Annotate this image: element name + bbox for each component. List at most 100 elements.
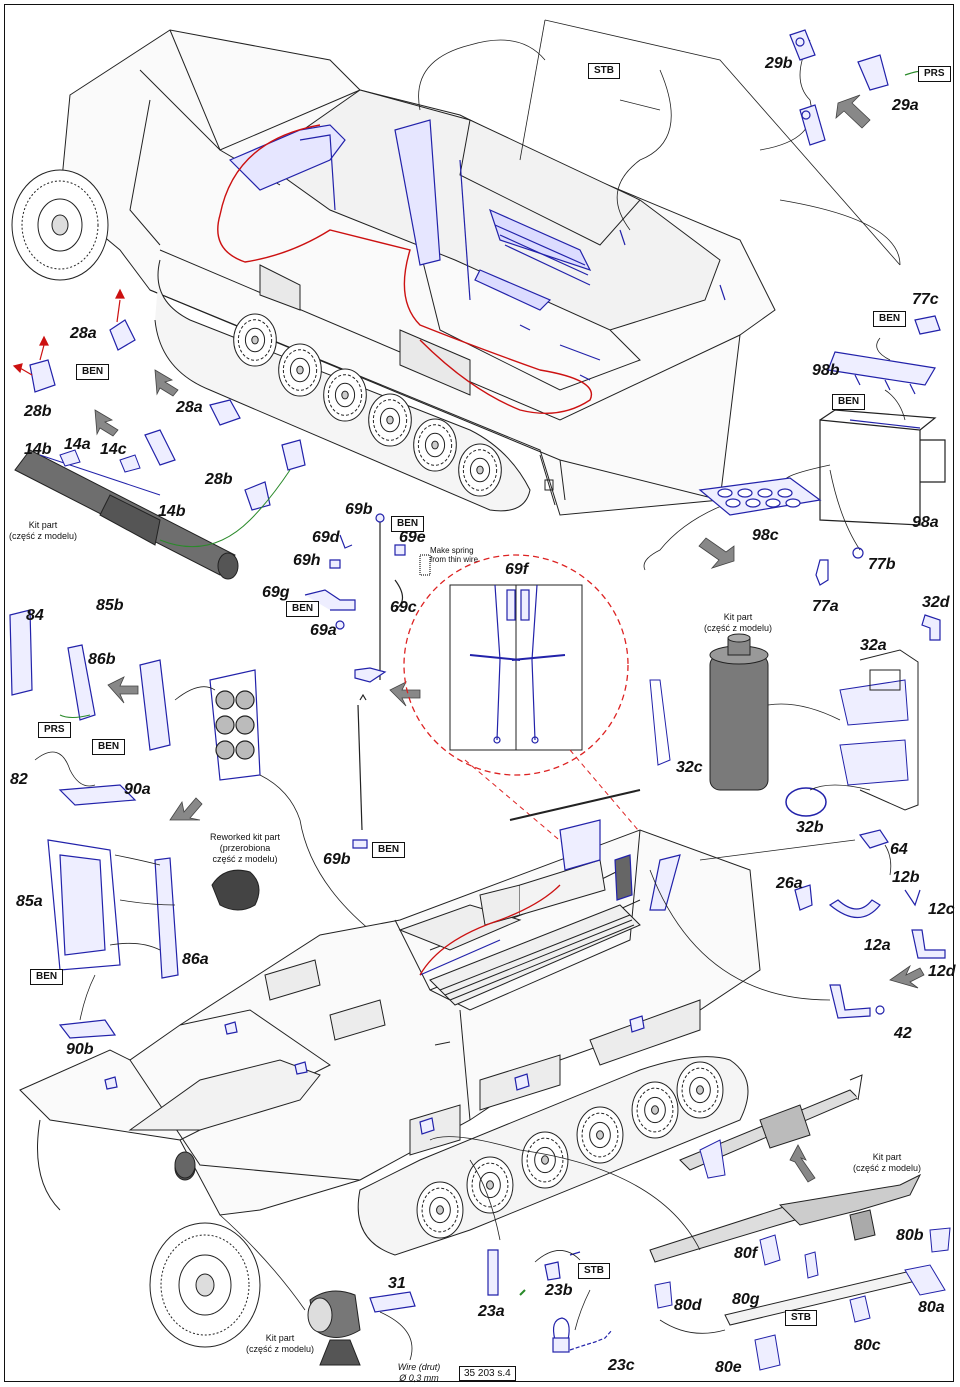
- sheet-frame: [4, 4, 954, 1382]
- label-23a: 23a: [478, 1303, 505, 1320]
- lower-road-wheels: [416, 1061, 724, 1239]
- label-82: 82: [10, 771, 28, 788]
- part-32a-holder: [839, 649, 919, 811]
- label-86a: 86a: [182, 951, 209, 968]
- label-12c: 12c: [928, 901, 955, 918]
- label-69a: 69a: [310, 622, 337, 639]
- label-80e: 80e: [715, 1359, 742, 1376]
- label-32c: 32c: [676, 759, 703, 776]
- label-69g: 69g: [262, 584, 290, 601]
- upper-track: [154, 259, 531, 512]
- label-84: 84: [26, 607, 44, 624]
- label-69f: 69f: [505, 561, 529, 578]
- label-29b: 29b: [765, 55, 793, 72]
- label-69e: 69e: [399, 529, 426, 546]
- headlight-parts: [174, 1151, 361, 1366]
- label-80c: 80c: [854, 1337, 881, 1354]
- gray-arrows: [94, 94, 925, 1183]
- upper-interior-parts: [228, 119, 726, 381]
- tag-ben-69g: BEN: [286, 601, 320, 617]
- label-85a: 85a: [16, 893, 43, 910]
- label-85b: 85b: [96, 597, 124, 614]
- parts-77c-98b: [819, 315, 946, 526]
- parts-28: [29, 319, 306, 511]
- lower-red-wiring: [419, 884, 561, 976]
- label-14a: 14a: [64, 436, 91, 453]
- parts-12-26-64: [794, 829, 946, 1019]
- parts-69: [304, 513, 431, 849]
- label-80f: 80f: [734, 1245, 758, 1262]
- part-32b-ring: [785, 787, 827, 817]
- parts-23-31: [369, 1249, 581, 1313]
- label-32d: 32d: [922, 594, 950, 611]
- tag-ben-98b: BEN: [832, 394, 866, 410]
- lower-blue-parts: [104, 789, 681, 1135]
- upper-red-wiring: [217, 124, 593, 415]
- label-31: 31: [388, 1275, 406, 1292]
- parts-77: [815, 547, 864, 586]
- label-14b-mid: 14b: [158, 503, 186, 520]
- bracket-29: [789, 29, 921, 146]
- label-64: 64: [890, 841, 908, 858]
- mg-parts: [649, 1074, 951, 1371]
- label-98b: 98b: [812, 362, 840, 379]
- label-12d: 12d: [928, 963, 956, 980]
- red-arrows: [12, 288, 125, 376]
- tag-ben-28a: BEN: [76, 364, 110, 380]
- label-42: 42: [894, 1025, 912, 1042]
- label-77a: 77a: [812, 598, 839, 615]
- label-32a: 32a: [860, 637, 887, 654]
- tag-ben-69b-bottom: BEN: [372, 842, 406, 858]
- label-28b-top: 28b: [24, 403, 52, 420]
- label-28a-mid: 28a: [176, 399, 203, 416]
- note-reworked: Reworked kit part (przerobiona część z m…: [209, 832, 281, 864]
- tag-stb-top: STB: [588, 63, 620, 79]
- part-32d: [921, 614, 941, 641]
- label-69b-bottom: 69b: [323, 851, 351, 868]
- label-80b: 80b: [896, 1227, 924, 1244]
- label-80g: 80g: [732, 1291, 760, 1308]
- label-90b: 90b: [66, 1041, 94, 1058]
- label-12a: 12a: [864, 937, 891, 954]
- parts-82-90: [58, 784, 137, 1039]
- label-26a: 26a: [776, 875, 803, 892]
- page-reference: 35 203 s.4: [459, 1366, 516, 1381]
- label-28b-mid: 28b: [205, 471, 233, 488]
- upper-leaders: [418, 19, 901, 266]
- reworked-kit-part: [211, 869, 260, 911]
- tag-stb-23b: STB: [578, 1263, 610, 1279]
- note-kit-part-mg: Kit part (część z modelu): [852, 1152, 922, 1173]
- tag-prs-left: PRS: [38, 722, 71, 738]
- label-29a: 29a: [892, 97, 919, 114]
- label-69c: 69c: [390, 599, 417, 616]
- label-12b: 12b: [892, 869, 920, 886]
- label-80d: 80d: [674, 1297, 702, 1314]
- note-kit-part-32c: Kit part (część z modelu): [703, 612, 773, 633]
- part-14-tube: [14, 449, 239, 580]
- part-98c: [698, 477, 822, 516]
- label-98a: 98a: [912, 514, 939, 531]
- label-28a-top: 28a: [70, 325, 97, 342]
- tag-ben-77c: BEN: [873, 311, 907, 327]
- note-kit-part-left: Kit part (część z modelu): [8, 520, 78, 541]
- tag-prs-top: PRS: [918, 66, 951, 82]
- label-23c: 23c: [608, 1357, 635, 1374]
- note-kit-part-31: Kit part (część z modelu): [245, 1333, 315, 1354]
- lower-interior: [398, 859, 641, 1006]
- part-32c-canister: [649, 633, 841, 791]
- label-23b: 23b: [545, 1282, 573, 1299]
- parts-85a-86a: [47, 839, 179, 979]
- label-32b: 32b: [796, 819, 824, 836]
- tag-ben-69b: BEN: [391, 516, 425, 532]
- label-86b: 86b: [88, 651, 116, 668]
- chain-23c: [552, 1317, 613, 1353]
- label-80a: 80a: [918, 1299, 945, 1316]
- label-69b-top: 69b: [345, 501, 373, 518]
- tag-stb-80: STB: [785, 1310, 817, 1326]
- label-77b: 77b: [868, 556, 896, 573]
- tag-ben-85a: BEN: [30, 969, 64, 985]
- label-77c: 77c: [912, 291, 939, 308]
- label-14c: 14c: [100, 441, 127, 458]
